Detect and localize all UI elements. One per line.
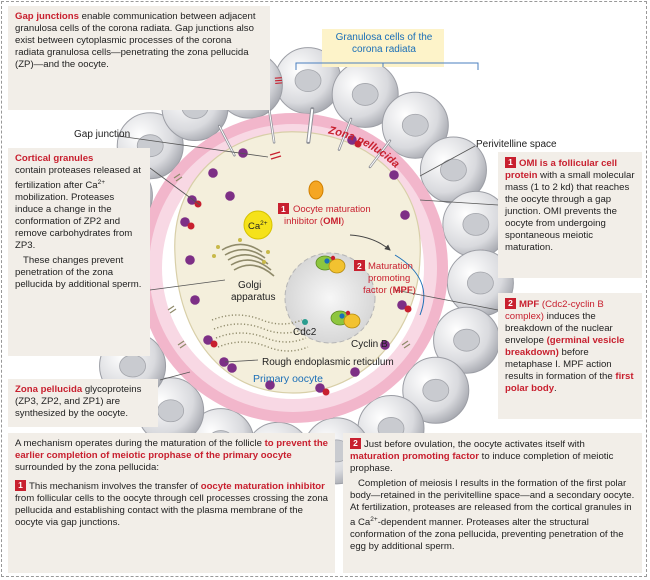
granulosa-cell xyxy=(331,60,399,128)
cdc2-label: Cdc2 xyxy=(293,327,317,338)
granulosa-cell xyxy=(433,306,501,374)
cortical-granule xyxy=(225,191,235,201)
mpf-label-line1: Maturation xyxy=(368,261,413,272)
cortical-granule xyxy=(238,148,248,158)
mpf-number-badge xyxy=(354,260,365,271)
cortical-granule xyxy=(315,383,325,393)
omi-number-badge xyxy=(278,203,289,214)
omi-label-line2: inhibitor (OMI) xyxy=(284,216,344,227)
cortical-granule xyxy=(190,295,200,305)
cortical-granules xyxy=(167,135,412,396)
mechanism-info-box: A mechanism operates during the maturati… xyxy=(8,433,335,573)
granulosa-cells-label: Granulosa cells of the corona radiata xyxy=(335,32,433,55)
granulosa-cell xyxy=(402,356,470,424)
gap-junction-info-box: Gap junctions enable communication betwe… xyxy=(8,6,270,110)
cortical-granule xyxy=(203,335,213,345)
cortical-granule xyxy=(389,170,399,180)
cortical-granule xyxy=(219,357,229,367)
golgi-label-line2: apparatus xyxy=(231,292,275,303)
omi-number: 1 xyxy=(281,204,286,214)
primary-oocyte-label: Primary oocyte xyxy=(253,373,323,385)
leader-lines xyxy=(117,135,499,381)
perivitelline-space-label: Perivitelline space xyxy=(476,139,557,150)
cortical-granule xyxy=(180,217,190,227)
omi-transfer-droplet xyxy=(308,180,324,200)
mpf-molecules xyxy=(315,255,361,329)
cortical-granule xyxy=(347,135,357,145)
cortical-granule xyxy=(227,363,237,373)
rough-er-icon xyxy=(211,314,309,352)
granulosa-cell xyxy=(381,91,449,159)
cortical-granule xyxy=(397,300,407,310)
calcium-ion-icon xyxy=(243,210,273,240)
mpf-label-line2: promoting xyxy=(368,273,410,284)
cortical-granule xyxy=(265,380,275,390)
mpf-label-line3: factor (MPF) xyxy=(363,285,416,296)
granulosa-label-box xyxy=(322,29,444,67)
cyclin-b-label: Cyclin B xyxy=(351,339,388,350)
cortical-granule xyxy=(380,340,390,350)
granulosa-cell xyxy=(419,136,487,204)
zona-pellucida-info-box: Zona pellucida glycoproteins (ZP3, ZP2, … xyxy=(8,379,158,427)
omi-label-line1: Oocyte maturation xyxy=(293,204,371,215)
golgi-apparatus-icon xyxy=(212,238,275,277)
cortical-granule xyxy=(208,168,218,178)
granulosa-cell xyxy=(446,249,514,317)
gap-junction-label: Gap junction xyxy=(74,129,131,140)
cortical-granule xyxy=(350,367,360,377)
cortical-granule xyxy=(185,255,195,265)
mpf-number: 2 xyxy=(357,261,362,271)
cortical-granule xyxy=(400,210,410,220)
ca-label: Ca2+ xyxy=(248,220,268,232)
cell-processes xyxy=(217,107,392,169)
golgi-label-line1: Golgi xyxy=(238,280,261,291)
rer-label: Rough endoplasmic reticulum xyxy=(262,357,394,368)
